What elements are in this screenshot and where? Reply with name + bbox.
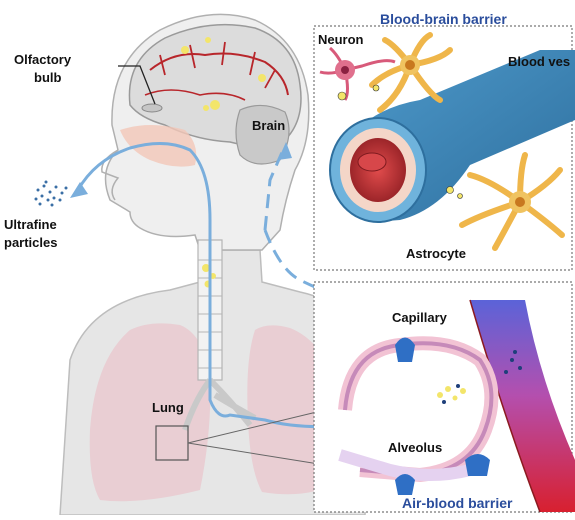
bbb-panel: Blood-brain barrier	[314, 11, 575, 270]
label-neuron: Neuron	[318, 32, 364, 47]
label-lung: Lung	[152, 400, 184, 415]
label-bulb: bulb	[34, 70, 61, 85]
label-alveolus: Alveolus	[388, 440, 442, 455]
label-olfactory: Olfactory	[14, 52, 72, 67]
label-blood-vessel: Blood ves	[508, 54, 570, 69]
label-astrocyte: Astrocyte	[406, 246, 466, 261]
label-capillary: Capillary	[392, 310, 448, 325]
label-ultrafine: Ultrafine	[4, 217, 57, 232]
label-particles: particles	[4, 235, 57, 250]
particle-cloud	[35, 181, 68, 207]
bbb-title: Blood-brain barrier	[380, 11, 507, 27]
label-brain: Brain	[252, 118, 285, 133]
abb-title: Air-blood barrier	[402, 495, 513, 511]
